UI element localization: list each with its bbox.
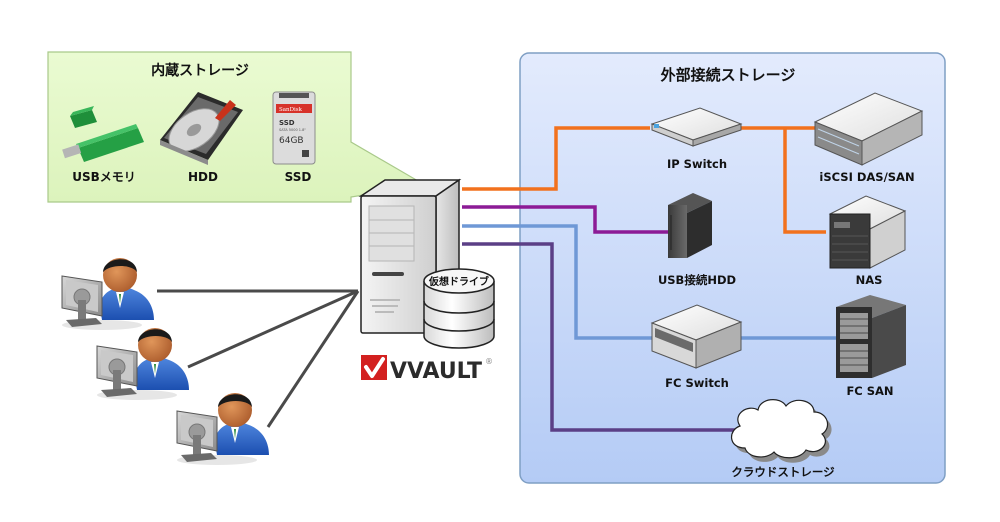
ip-switch-icon [650, 107, 743, 147]
cloud-label: クラウドストレージ [731, 465, 835, 479]
client-computer-user-icon [176, 393, 269, 465]
vvault-brand-text: VVAULT [390, 359, 482, 384]
iscsi-label: iSCSI DAS/SAN [819, 170, 914, 184]
usb-connection-line [462, 205, 668, 234]
client-line-3 [266, 290, 360, 428]
client-line-2 [187, 289, 359, 369]
fc-switch-label: FC Switch [665, 376, 729, 390]
vvault-registered-mark: ® [485, 357, 493, 366]
usb-memory-icon [62, 106, 144, 162]
fc-switch-icon [650, 304, 743, 369]
usb-hdd-icon [668, 193, 712, 258]
external-storage-title: 外部接続ストレージ [660, 66, 796, 84]
client-computer-user-icon [61, 258, 154, 330]
nas-label: NAS [856, 273, 883, 287]
hdd-icon [160, 92, 243, 165]
fc-san-icon [836, 295, 906, 378]
ip-nas-line [783, 128, 826, 234]
usb-hdd-label: USB接続HDD [658, 273, 736, 287]
ssd-label: SSD [285, 170, 312, 184]
client-connections [157, 289, 360, 428]
ip-switch-label: IP Switch [667, 157, 727, 171]
client-computer-user-icon [96, 328, 189, 400]
fc-san-label: FC SAN [846, 384, 893, 398]
clients-group [61, 258, 269, 465]
ssd-capacity: 64GB [279, 136, 304, 146]
cloud-icon [731, 399, 832, 463]
cloud-connection-line [462, 242, 736, 432]
iscsi-das-san-icon [813, 92, 924, 166]
ssd-model: SSD [279, 119, 295, 127]
fc-connection-line [462, 224, 652, 340]
virtual-drive-label: 仮想ドライブ [428, 275, 489, 288]
internal-storage-title: 内蔵ストレージ [151, 62, 249, 79]
ssd-spec: SATA 5000 1.8" [279, 128, 306, 132]
storage-connections [462, 126, 836, 432]
ssd-icon: SanDisk SSD SATA 5000 1.8" 64GB [272, 91, 316, 165]
usb-memory-label: USBメモリ [72, 170, 136, 184]
ssd-brand: SanDisk [279, 107, 303, 113]
virtual-drive-icon [423, 268, 495, 349]
hdd-label: HDD [188, 170, 218, 184]
ip-connection-line [462, 126, 650, 191]
nas-icon [828, 195, 907, 269]
vvault-logo: VVAULT ® [361, 355, 493, 384]
